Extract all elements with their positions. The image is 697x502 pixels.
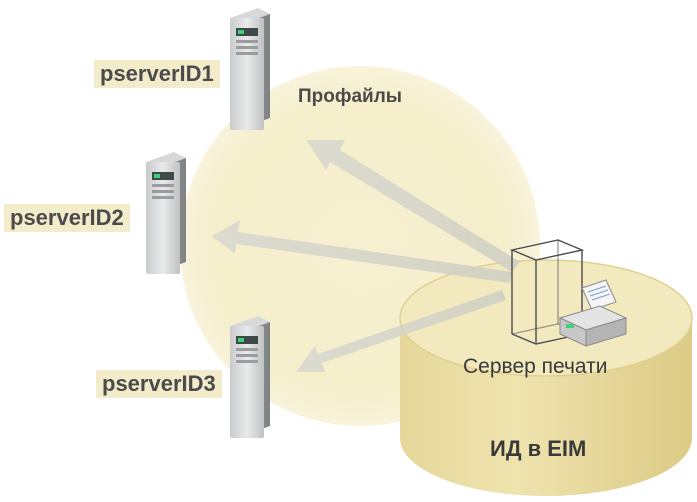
server-label-3: pserverID3 — [96, 370, 222, 398]
profiles-label: Профайлы — [298, 86, 403, 107]
mapping-arrows — [212, 140, 520, 372]
server-2 — [146, 152, 186, 274]
arrow-to-server-3 — [296, 290, 506, 372]
print-server-label: Сервер печати — [463, 355, 608, 378]
server-label-2: pserverID2 — [4, 204, 130, 232]
printer-icon — [558, 279, 628, 347]
eim-database — [399, 259, 693, 496]
server-3 — [230, 316, 270, 438]
arrow-to-server-1 — [306, 140, 520, 272]
print-server — [509, 239, 628, 347]
arrow-to-server-2 — [212, 220, 512, 283]
eim-id-label: ИД в EIM — [490, 436, 587, 461]
wireframe-box-icon — [509, 239, 585, 345]
server-1 — [230, 8, 270, 130]
server-label-1: pserverID1 — [94, 60, 220, 88]
